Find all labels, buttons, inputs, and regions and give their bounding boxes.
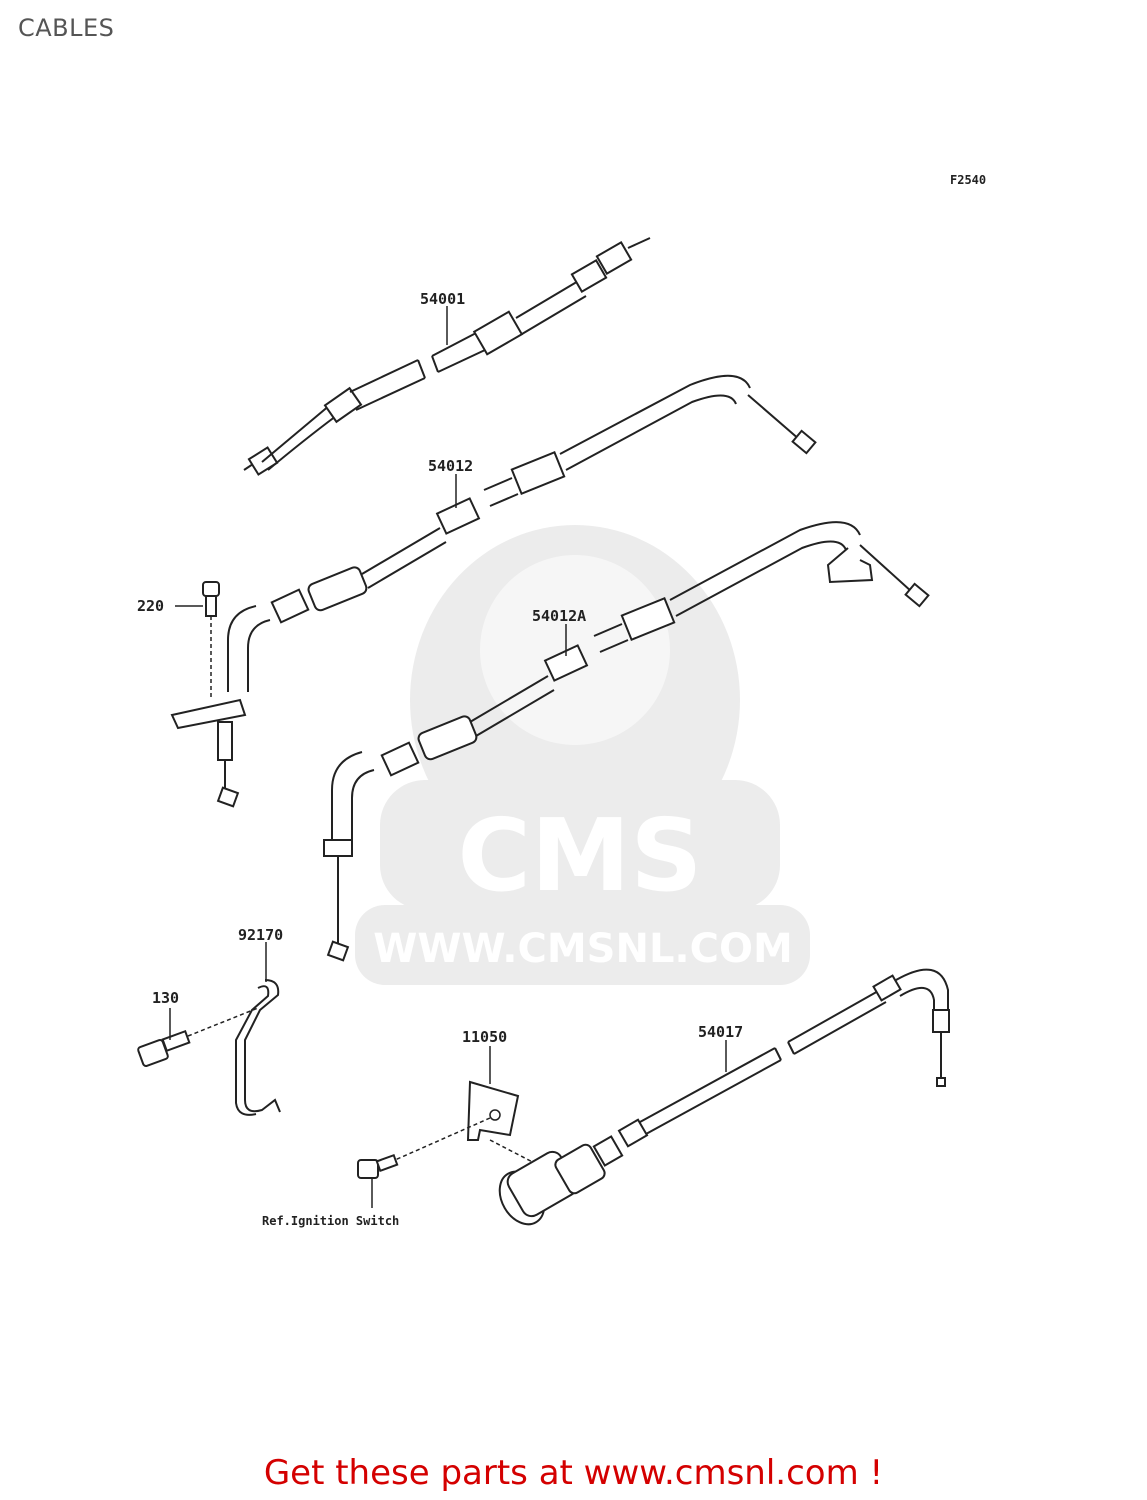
callout-11050: 11050	[462, 1028, 507, 1046]
callout-130: 130	[152, 989, 179, 1007]
part-11050-bracket	[394, 1080, 549, 1171]
callout-ref-ignition-switch: Ref.Ignition Switch	[262, 1214, 399, 1228]
part-ignition-screw	[357, 1153, 399, 1179]
part-92170-clamp	[235, 979, 281, 1116]
callout-220: 220	[137, 597, 164, 615]
watermark-url: WWW.CMSNL.COM	[373, 926, 793, 972]
figure-code: F2540	[950, 173, 986, 187]
part-54012-throttle-cable	[170, 374, 817, 808]
callout-54012A: 54012A	[532, 607, 586, 625]
part-54001-speedometer-cable	[243, 237, 651, 476]
callout-54012: 54012	[428, 457, 473, 475]
callout-54001: 54001	[420, 290, 465, 308]
footer-link[interactable]: Get these parts at www.cmsnl.com !	[263, 1453, 884, 1493]
part-130-bolt	[137, 1007, 259, 1067]
page-title: CABLES	[18, 14, 115, 42]
callout-92170: 92170	[238, 926, 283, 944]
part-54012A-throttle-cable	[323, 521, 930, 962]
part-54017-choke-cable	[498, 968, 950, 1226]
watermark-logo: CMS	[458, 797, 703, 914]
part-220-screw	[202, 581, 220, 700]
callout-54017: 54017	[698, 1023, 743, 1041]
cms-watermark: CMS WWW.CMSNL.COM	[355, 525, 810, 985]
